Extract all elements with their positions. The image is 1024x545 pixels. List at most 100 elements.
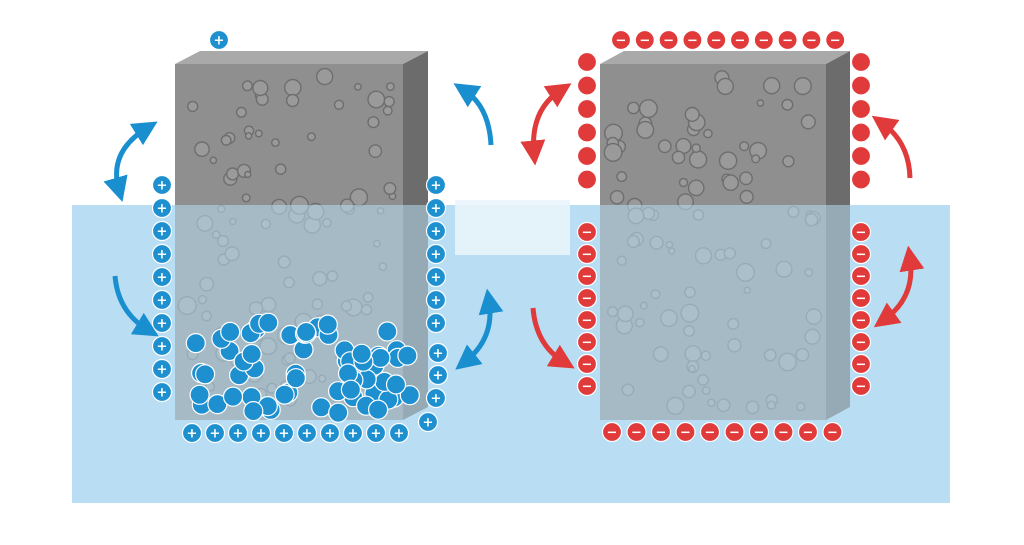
svg-text:+: + (256, 427, 267, 442)
svg-text:+: + (348, 427, 359, 442)
anion: − (773, 421, 794, 443)
svg-text:−: − (582, 270, 593, 285)
svg-text:−: − (803, 426, 814, 441)
svg-text:+: + (157, 248, 168, 263)
pore (316, 67, 334, 86)
svg-text:+: + (249, 0, 260, 4)
svg-text:+: + (238, 0, 249, 4)
svg-text:−: − (687, 34, 698, 49)
anion: − (576, 0, 598, 143)
pore (703, 128, 713, 139)
svg-text:+: + (369, 0, 380, 4)
svg-text:−: − (680, 426, 691, 441)
pore (241, 193, 251, 203)
svg-text:+: + (433, 369, 444, 384)
cation: + (274, 0, 295, 405)
cation: + (241, 0, 262, 365)
cation: + (385, 0, 407, 395)
cation: + (151, 381, 173, 403)
svg-text:+: + (389, 0, 400, 4)
flow-arrow-upper-left-red (520, 83, 572, 166)
pore (252, 79, 269, 97)
svg-text:+: + (194, 0, 205, 4)
flow-arrow-lower-right (455, 288, 504, 370)
svg-text:+: + (225, 0, 236, 4)
svg-text:+: + (216, 0, 227, 4)
anion: − (650, 421, 672, 443)
cation: + (189, 0, 210, 405)
svg-text:+: + (348, 0, 359, 4)
pore (333, 99, 345, 111)
svg-text:−: − (856, 0, 867, 4)
svg-text:+: + (246, 0, 257, 4)
anion: − (850, 265, 872, 287)
pore (368, 144, 383, 159)
svg-text:+: + (391, 0, 402, 4)
svg-text:+: + (200, 0, 211, 4)
anion: − (850, 331, 872, 353)
svg-text:+: + (196, 0, 207, 4)
flow-arrow-lower-left (112, 275, 159, 337)
svg-text:+: + (404, 0, 415, 4)
pore (241, 80, 253, 92)
cation: + (388, 422, 410, 444)
svg-text:+: + (431, 179, 442, 194)
anion: − (576, 221, 598, 243)
svg-text:−: − (806, 34, 817, 49)
svg-text:+: + (214, 34, 225, 49)
anion: − (850, 0, 872, 143)
svg-text:+: + (339, 0, 350, 4)
anion: − (634, 29, 655, 51)
svg-text:+: + (157, 202, 168, 217)
svg-text:−: − (735, 34, 746, 49)
pore (763, 76, 781, 95)
anion: − (576, 331, 598, 353)
svg-text:+: + (187, 427, 198, 442)
svg-text:−: − (631, 426, 642, 441)
svg-text:−: − (639, 34, 650, 49)
cation: + (311, 0, 332, 418)
pore (244, 170, 252, 179)
svg-text:+: + (431, 317, 442, 332)
cation: + (399, 0, 420, 406)
pore (722, 174, 740, 191)
svg-text:+: + (431, 271, 442, 286)
anion: − (777, 29, 798, 51)
cation: + (425, 289, 447, 311)
svg-text:−: − (582, 0, 593, 4)
pore (687, 179, 705, 197)
cation: + (317, 0, 338, 335)
cation: + (204, 422, 226, 444)
svg-text:+: + (298, 0, 309, 4)
cation-layer: ++++++++++++++++++++++++++++++++++++++++… (151, 0, 449, 444)
pore (383, 181, 397, 195)
svg-text:+: + (392, 0, 403, 4)
anion: − (753, 29, 774, 51)
svg-text:+: + (279, 0, 290, 4)
pore (194, 141, 210, 158)
pore (285, 93, 300, 108)
flow-arrow-upper-right (453, 83, 494, 146)
svg-text:+: + (431, 202, 442, 217)
cation: + (185, 0, 206, 354)
cation: + (397, 0, 418, 366)
svg-text:+: + (345, 0, 356, 4)
cation: + (425, 174, 447, 196)
pore (657, 139, 672, 154)
cation: + (425, 243, 447, 265)
anion-layer: −−−−−−−−−−−−−−−−−−−−−−−−−−−−−−−−−−−−−−−−… (576, 0, 872, 443)
cation: + (417, 411, 439, 433)
left-block-top-face (175, 51, 428, 64)
cation: + (377, 0, 398, 342)
svg-text:+: + (233, 427, 244, 442)
svg-text:+: + (316, 0, 327, 4)
cation: + (296, 422, 318, 444)
cation: + (151, 174, 173, 196)
water-overlay-right (600, 205, 850, 420)
anion: − (626, 421, 647, 443)
svg-text:−: − (856, 248, 867, 263)
cation: + (208, 29, 230, 51)
anion: − (850, 243, 872, 265)
anion: − (850, 375, 872, 397)
cation: + (273, 422, 295, 444)
